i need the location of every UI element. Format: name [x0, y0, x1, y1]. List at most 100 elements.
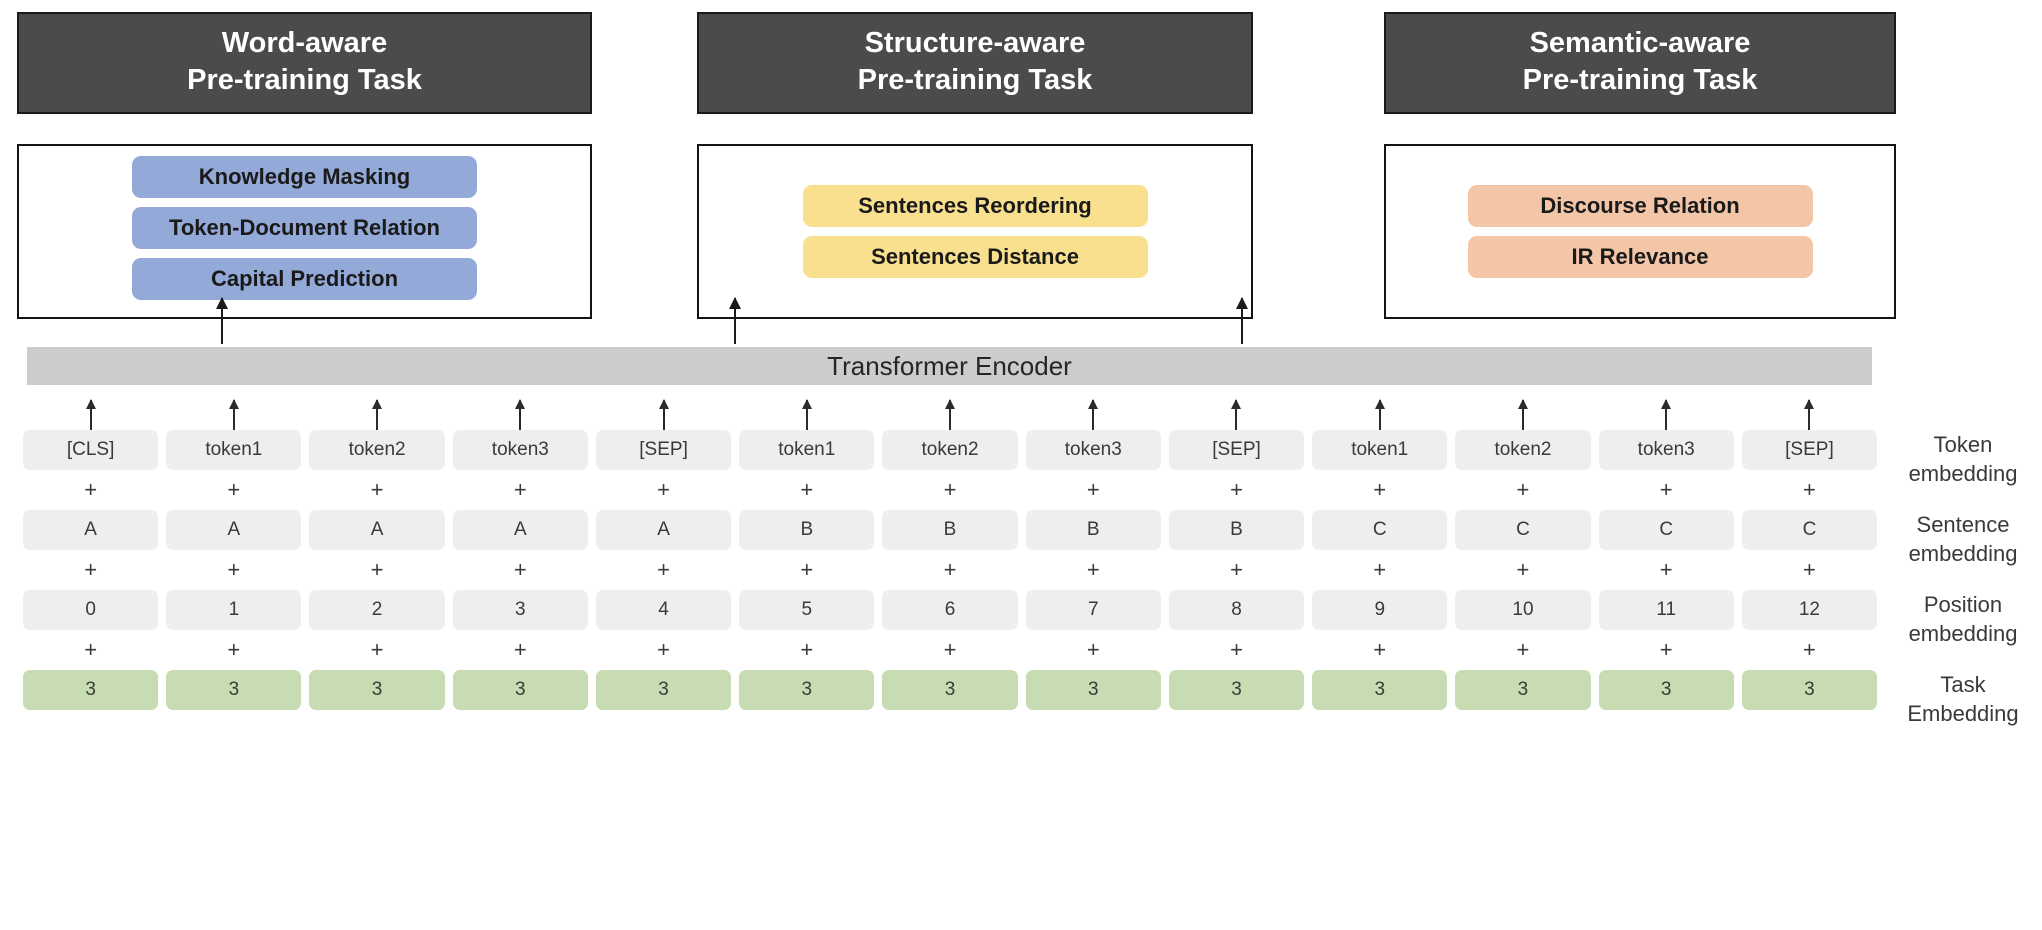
task-item-sentences-distance[interactable]: Sentences Distance [802, 236, 1148, 279]
grid-slot: 3 [1308, 670, 1451, 710]
task-embedding-cell[interactable]: 3 [1025, 670, 1161, 710]
task-item-token-document-relation[interactable]: Token-Document Relation [132, 207, 477, 250]
sentence-embedding-cell[interactable]: A [595, 510, 732, 550]
plus-sign-icon: + [1086, 637, 1100, 662]
position-embedding-cell[interactable]: 5 [739, 590, 875, 630]
sentence-embedding-cell[interactable]: B [882, 510, 1018, 550]
plus-sign-icon: + [1516, 557, 1530, 582]
task-embedding-cell[interactable]: 3 [1168, 670, 1305, 710]
position-embedding-cell[interactable]: 10 [1455, 590, 1591, 630]
task-embedding-cell[interactable]: 3 [595, 670, 732, 710]
task-title-line2: Pre-training Task [857, 64, 1093, 97]
task-embedding-cell[interactable]: 3 [23, 670, 159, 710]
grid-slot: + [1595, 630, 1738, 670]
grid-slot: + [1022, 630, 1165, 670]
up-arrow-icon [1517, 399, 1528, 430]
position-embedding-cell[interactable]: 7 [1025, 590, 1161, 630]
grid-slot: B [735, 510, 878, 550]
row-label-line1: Task [1940, 672, 1986, 697]
task-embedding-cell[interactable]: 3 [309, 670, 445, 710]
task-embedding-cell[interactable]: 3 [166, 670, 302, 710]
grid-slot: + [1738, 630, 1881, 670]
position-embedding-cell[interactable]: 8 [1168, 590, 1305, 630]
up-arrow-icon [658, 399, 669, 430]
grid-slot: token2 [305, 430, 448, 470]
task-item-ir-relevance[interactable]: IR Relevance [1467, 236, 1813, 279]
plus-sign-icon: + [84, 637, 98, 662]
token-embedding-cell[interactable]: token3 [1025, 430, 1161, 470]
grid-slot: + [1308, 470, 1451, 510]
task-item-sentences-reordering[interactable]: Sentences Reordering [802, 185, 1148, 228]
grid-slot: + [1308, 550, 1451, 590]
token-embedding-cell[interactable]: token3 [1598, 430, 1734, 470]
task-embedding-cell[interactable]: 3 [739, 670, 875, 710]
grid-slot: 3 [878, 670, 1021, 710]
grid-slot: + [305, 550, 448, 590]
position-embedding-cell[interactable]: 11 [1598, 590, 1734, 630]
task-item-capital-prediction[interactable]: Capital Prediction [132, 258, 477, 301]
plus-sign-icon: + [370, 637, 384, 662]
sentence-embedding-cell[interactable]: C [1741, 510, 1878, 550]
task-header-semantic-aware: Semantic-aware Pre-training Task [1384, 12, 1896, 115]
plus-sign-icon: + [1516, 637, 1530, 662]
task-embedding-cell[interactable]: 3 [1598, 670, 1734, 710]
position-embedding-cell[interactable]: 6 [882, 590, 1018, 630]
token-embedding-cell[interactable]: token1 [166, 430, 302, 470]
up-arrow-icon [1374, 399, 1385, 430]
position-embedding-cell[interactable]: 0 [23, 590, 159, 630]
plus-sign-icon: + [84, 557, 98, 582]
task-embedding-cell[interactable]: 3 [1455, 670, 1591, 710]
grid-slot: 6 [878, 590, 1021, 630]
position-embedding-cell[interactable]: 3 [452, 590, 588, 630]
grid-slot: 4 [592, 590, 735, 630]
grid-slot: 12 [1738, 590, 1881, 630]
token-embedding-cell[interactable]: [CLS] [23, 430, 159, 470]
token-embedding-cell[interactable]: [SEP] [1741, 430, 1878, 470]
plus-row-token-sentence: +++++++++++++ [19, 470, 1881, 510]
token-embedding-cell[interactable]: token2 [309, 430, 445, 470]
task-title-line1: Structure-aware [864, 27, 1086, 59]
token-embedding-cell[interactable]: token1 [739, 430, 875, 470]
position-embedding-cell[interactable]: 1 [166, 590, 302, 630]
grid-slot: A [162, 510, 305, 550]
sentence-embedding-cell[interactable]: A [23, 510, 159, 550]
grid-slot: + [735, 550, 878, 590]
sentence-embedding-cell[interactable]: B [1025, 510, 1161, 550]
task-embedding-cell[interactable]: 3 [452, 670, 588, 710]
task-embedding-cell[interactable]: 3 [882, 670, 1018, 710]
task-column-semantic-aware: Semantic-aware Pre-training Task Discour… [1384, 12, 1896, 320]
task-item-discourse-relation[interactable]: Discourse Relation [1467, 185, 1813, 228]
position-embedding-cell[interactable]: 2 [309, 590, 445, 630]
plus-sign-icon: + [943, 557, 957, 582]
task-item-knowledge-masking[interactable]: Knowledge Masking [132, 156, 477, 199]
position-embedding-cell[interactable]: 12 [1741, 590, 1878, 630]
sentence-embedding-cell[interactable]: A [166, 510, 302, 550]
position-embedding-cell[interactable]: 9 [1312, 590, 1448, 630]
grid-slot: 3 [162, 670, 305, 710]
sentence-embedding-cell[interactable]: A [309, 510, 445, 550]
sentence-embedding-cell[interactable]: C [1455, 510, 1591, 550]
token-embedding-cell[interactable]: token1 [1312, 430, 1448, 470]
row-label-position-embedding: Position embedding [1888, 590, 2038, 649]
grid-slot: + [19, 550, 162, 590]
token-embedding-cell[interactable]: token2 [882, 430, 1018, 470]
grid-slot: + [19, 470, 162, 510]
token-embedding-cell[interactable]: [SEP] [1168, 430, 1305, 470]
task-column-word-aware: Word-aware Pre-training Task Knowledge M… [17, 12, 592, 320]
sentence-embedding-cell[interactable]: B [739, 510, 875, 550]
sentence-embedding-cell[interactable]: C [1312, 510, 1448, 550]
position-embedding-cell[interactable]: 4 [595, 590, 732, 630]
token-embedding-cell[interactable]: [SEP] [595, 430, 732, 470]
task-embedding-cell[interactable]: 3 [1312, 670, 1448, 710]
grid-slot: A [592, 510, 735, 550]
plus-sign-icon: + [513, 477, 527, 502]
grid-slot: + [1595, 470, 1738, 510]
task-embedding-cell[interactable]: 3 [1741, 670, 1878, 710]
sentence-embedding-cell[interactable]: B [1168, 510, 1305, 550]
grid-slot [19, 392, 162, 430]
grid-slot: token2 [1451, 430, 1594, 470]
token-embedding-cell[interactable]: token2 [1455, 430, 1591, 470]
token-embedding-cell[interactable]: token3 [452, 430, 588, 470]
sentence-embedding-cell[interactable]: C [1598, 510, 1734, 550]
sentence-embedding-cell[interactable]: A [452, 510, 588, 550]
